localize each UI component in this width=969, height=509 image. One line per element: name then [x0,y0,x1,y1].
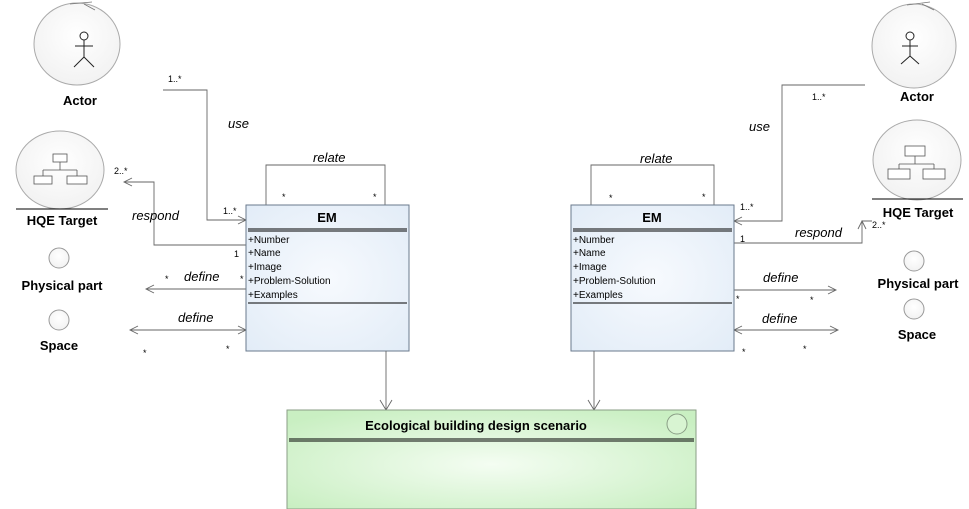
space-circle [48,309,70,331]
left-space: Space [40,309,78,353]
left-mult-define2-a: * [143,348,147,358]
right-mult-use-top: 1..* [812,92,826,102]
left-define2-association [128,325,248,335]
left-mult-use-top: 1..* [168,74,182,84]
left-use-association [163,89,248,225]
em-attribute: +Number [248,235,290,246]
right-define1-label: define [763,270,798,285]
hierarchy-icon [33,153,88,185]
space-circle [903,298,925,320]
left-mult-define1-a: * [165,274,169,284]
right-define2-association [732,325,840,335]
right-actor: Actor [871,1,957,104]
right-use-label: use [749,119,770,134]
scenario-box[interactable]: Ecological building design scenario [286,409,697,509]
right-mult-define2-b: * [803,344,807,354]
right-em-class[interactable]: EM +Number +Name +Image +Problem-Solutio… [570,204,735,352]
actor-label: Actor [900,89,934,104]
left-em-class[interactable]: EM +Number +Name +Image +Problem-Solutio… [245,204,410,352]
right-mult-respond-em: 1 [740,234,745,244]
actor-ellipse [33,2,121,86]
right-respond-association [734,219,872,244]
scenario-title: Ecological building design scenario [365,418,587,433]
left-mult-respond-em: 1 [234,249,239,259]
right-mult-define1-b: * [810,295,814,305]
physical-label: Physical part [22,278,104,293]
space-label: Space [898,327,936,342]
left-mult-relate-b: * [373,192,377,202]
right-mult-define2-a: * [742,347,746,357]
em-class-title: EM [642,210,662,225]
right-mult-relate-b: * [702,192,706,202]
physical-label: Physical part [878,276,960,291]
left-mult-relate-a: * [282,192,286,202]
left-respond-label: respond [132,208,180,223]
hierarchy-icon [887,145,946,180]
right-respond-label: respond [795,225,843,240]
em-attribute: +Name [573,248,606,259]
target-ellipse [872,119,962,201]
em-attribute: +Name [248,248,281,259]
right-hqe-target: HQE Target [872,119,963,220]
left-mult-use-bottom: 1..* [223,206,237,216]
em-attribute: +Examples [573,290,623,301]
right-em-to-scenario-arrow [587,351,601,411]
right-use-association [732,84,865,226]
em-attribute: +Problem-Solution [248,276,331,287]
em-attribute: +Image [573,262,607,273]
right-relate-label: relate [640,151,673,166]
left-use-label: use [228,116,249,131]
em-attribute: +Image [248,262,282,273]
left-physical-part: Physical part [22,247,104,293]
right-mult-define1-a: * [736,294,740,304]
left-hqe-target: HQE Target [15,130,108,228]
physical-circle [903,250,925,272]
physical-circle [48,247,70,269]
em-attribute: +Problem-Solution [573,276,656,287]
space-label: Space [40,338,78,353]
em-attribute: +Number [573,235,615,246]
actor-tick [69,1,96,11]
em-class-title: EM [317,210,337,225]
actor-label: Actor [63,93,97,108]
left-respond-association [122,177,246,246]
left-define2-label: define [178,310,213,325]
actor-stick-figure-icon [900,31,920,65]
left-define1-label: define [184,269,219,284]
left-mult-define2-b: * [226,344,230,354]
actor-tick [906,1,935,11]
left-relate-label: relate [313,150,346,165]
left-mult-define1-b: * [240,274,244,284]
target-label: HQE Target [27,213,98,228]
left-define1-association [144,284,246,294]
target-label: HQE Target [883,205,954,220]
left-relate-association [265,164,386,205]
right-define2-label: define [762,311,797,326]
actor-stick-figure-icon [73,31,95,68]
em-attribute: +Examples [248,290,298,301]
left-mult-respond-target: 2..* [114,166,128,176]
left-em-to-scenario-arrow [379,351,393,411]
right-relate-association [590,164,715,205]
right-physical-part: Physical part [878,250,960,291]
scenario-circle-icon [666,413,688,435]
right-mult-relate-a: * [609,193,613,203]
right-mult-respond-target: 2..* [872,220,886,230]
right-space: Space [898,298,936,342]
right-mult-use-bottom: 1..* [740,202,754,212]
right-define1-association [734,285,838,295]
left-actor: Actor [33,1,121,108]
